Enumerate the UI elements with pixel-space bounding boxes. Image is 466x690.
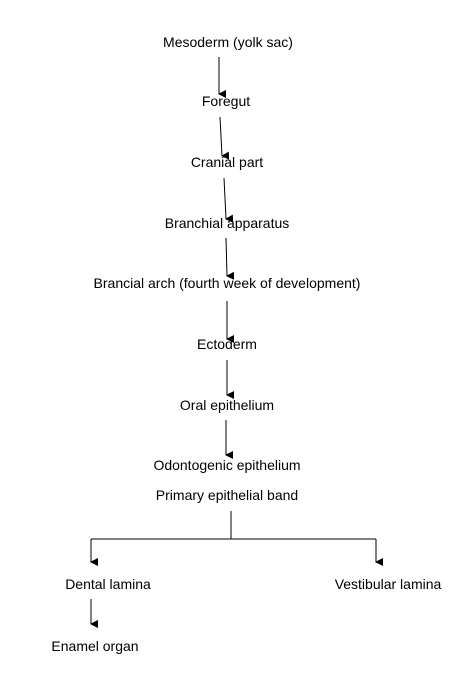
node-oral-epithelium: Oral epithelium — [180, 397, 274, 413]
node-enamel-organ: Enamel organ — [51, 638, 138, 654]
node-cranial-part: Cranial part — [191, 154, 263, 170]
node-brancial-arch: Brancial arch (fourth week of developmen… — [94, 275, 361, 291]
arrow-foregut-to-cranial-part — [219, 116, 230, 160]
node-vestibular-lamina: Vestibular lamina — [335, 576, 442, 592]
node-odontogenic-epithelium: Odontogenic epithelium — [153, 457, 300, 473]
node-mesoderm: Mesoderm (yolk sac) — [163, 34, 293, 50]
node-ectoderm: Ectoderm — [197, 336, 257, 352]
node-dental-lamina: Dental lamina — [65, 576, 151, 592]
node-primary-epithelial-band: Primary epithelial band — [156, 487, 298, 503]
arrow-cranial-part-to-branchial-apparatus — [223, 177, 234, 223]
node-foregut: Foregut — [202, 93, 250, 109]
arrow-branchial-apparatus-to-brancial-arch — [225, 237, 235, 280]
node-branchial-apparatus: Branchial apparatus — [165, 215, 290, 231]
